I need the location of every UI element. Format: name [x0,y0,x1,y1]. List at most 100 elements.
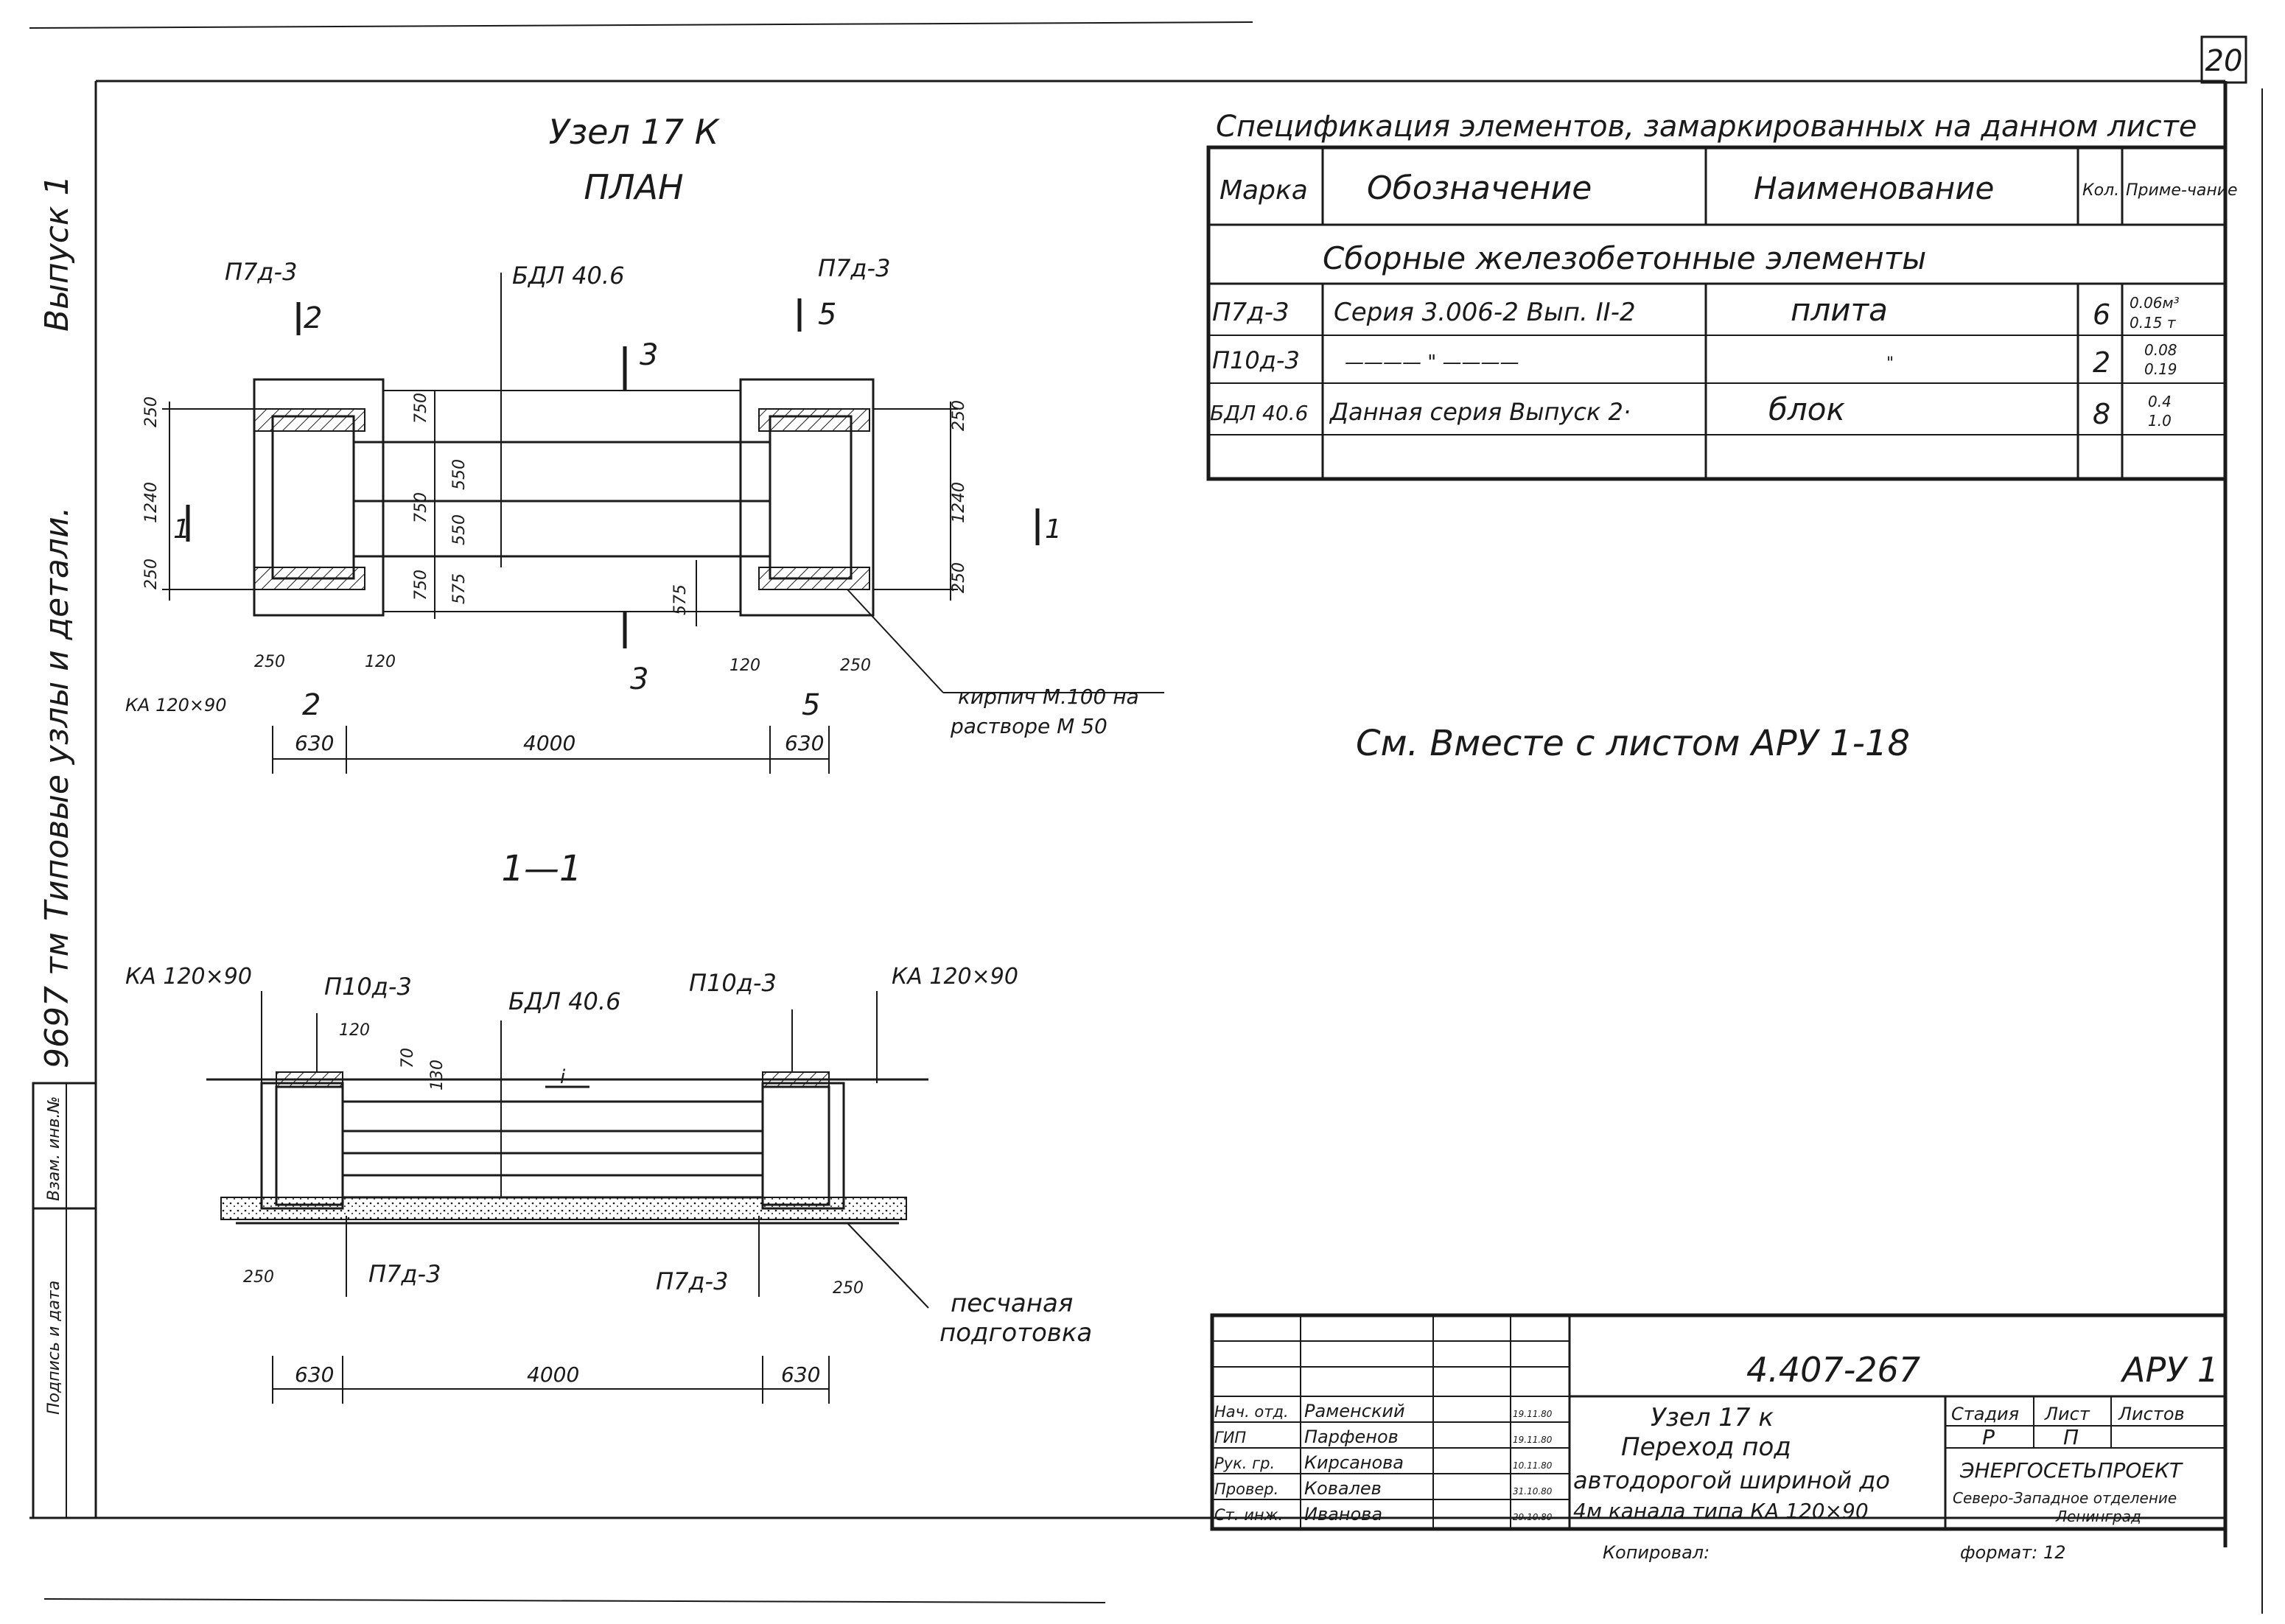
tb-date: 19.11.80 [1513,1435,1553,1445]
tb-desc-1: Узел 17 к [1651,1403,1774,1432]
sheet-number: 20 [2205,44,2243,78]
section-view: 1—1 КА 120×90 [125,848,1092,1404]
plan-title: Узел 17 К [549,112,721,152]
tb-copied: Копировал: [1603,1542,1710,1563]
dim-550-a: 550 [450,459,469,490]
plan-section-2-bottom: 2 [302,688,321,722]
section-label-p10d3-left: П10д-3 [324,973,412,1001]
spec-row-designation: Серия 3.006-2 Вып. II-2 [1334,298,1636,327]
tb-name: Ковалев [1304,1478,1382,1499]
plan-label-p7d3-right: П7д-3 [818,254,890,282]
section-slab-left [276,1071,343,1088]
spec-row-name: плита [1791,292,1888,328]
section-dim-4000: 4000 [527,1362,579,1387]
section-dim-70: 70 [399,1048,417,1068]
tb-role: Рук. гр. [1214,1455,1275,1472]
tb-role: Провер. [1214,1480,1278,1498]
tb-name: Парфенов [1304,1427,1399,1447]
spec-row-qty: 6 [2093,298,2110,331]
section-title: 1—1 [501,848,581,889]
section-label-bdl: БДЛ 40.6 [508,987,620,1015]
section-label-ka-left: КА 120×90 [125,964,252,990]
section-slab-right [762,1071,830,1088]
spec-row-designation: ———— " ———— [1345,351,1519,374]
dim-630: 630 [295,731,334,755]
side-series-label: Типовые узлы и детали. [38,506,76,921]
spec-row-note1: 0.08 [2144,341,2177,359]
tb-sheet: П [2063,1425,2079,1449]
plan-view: Узел 17 К ПЛАН [125,112,1164,774]
section-dim-120: 120 [339,1021,370,1040]
tb-role: Ст. инж. [1214,1506,1283,1524]
section-label-sand1: песчаная [951,1289,1073,1318]
tb-branch: Северо-Западное отделение [1953,1489,2177,1507]
plan-section-1-right: 1 [1045,514,1062,545]
tb-date: 29.10.80 [1513,1512,1553,1522]
tb-desc-3: автодорогой шириной до [1573,1466,1890,1494]
spec-header-designation: Обозначение [1367,169,1592,207]
plan-label-kirpich1: кирпич М.100 на [958,685,1139,709]
plan-label-kirpich2: растворе М 50 [950,714,1107,738]
tb-name: Кирсанова [1304,1452,1404,1473]
tb-sheets-header: Листов [2118,1404,2185,1424]
dim-250-a: 250 [142,396,161,427]
dim-575-a: 575 [450,573,469,604]
dim-575-b: 575 [671,584,690,615]
section-dim-630: 630 [295,1362,334,1387]
dim-250-b: 250 [142,559,161,589]
spec-row-note2: 1.0 [2148,412,2172,430]
spec-row-note2: 0.15 т [2130,314,2177,332]
plan-label-bdl: БДЛ 40.6 [512,262,624,290]
section-dim-630-r: 630 [781,1362,820,1387]
tb-name: Иванова [1304,1504,1382,1525]
dim-250-bottom-r: 250 [840,657,871,675]
section-label-p10d3-right: П10д-3 [689,969,777,997]
spec-group-title: Сборные железобетонные элементы [1323,240,1926,276]
dim-750-a: 750 [412,393,430,424]
left-slab-bottom [253,567,365,590]
dim-1240-r: 1240 [950,482,968,523]
spec-title: Спецификация элементов, замаркированных … [1216,110,2197,144]
side-code-label: 9697 тм [38,932,76,1068]
dim-550-b: 550 [450,514,469,545]
section-label-ka-right: КА 120×90 [892,964,1018,990]
left-chamber-outline [253,378,385,617]
plan-section-5-bottom: 5 [802,688,820,722]
right-slab-top [758,408,870,432]
spec-row-name: " [1886,354,1894,373]
plan-section-1-left: 1 [173,514,190,545]
plan-label-p7d3-left: П7д-3 [225,258,297,286]
spec-row-mark: П10д-3 [1212,346,1300,374]
dim-120: 120 [365,653,396,671]
spec-row-qty: 8 [2093,398,2110,430]
dim-1240: 1240 [142,482,161,523]
section-dim-250: 250 [243,1268,274,1287]
spec-row-note1: 0.4 [2148,393,2172,410]
section-arrow-label: i [560,1066,566,1088]
title-block: 4.407-267 АРУ 1 Нач. отд. Раменский 19.1… [1210,1313,2228,1563]
spec-row-note2: 0.19 [2144,360,2177,378]
tb-city: Ленинград [2055,1508,2141,1525]
section-dim-130: 130 [428,1060,447,1091]
spec-row-mark: П7д-3 [1212,298,1290,327]
dim-750-b: 750 [412,492,430,523]
spec-header-qty: Кол. [2082,181,2119,200]
side-stamp-field: Взам. инв.№ [45,1096,63,1201]
tb-role: ГИП [1214,1429,1246,1446]
spec-row-note1: 0.06м³ [2130,294,2180,312]
tb-doc-code: 4.407-267 [1746,1350,1920,1390]
section-label-p7d3-left: П7д-3 [368,1260,441,1288]
plan-section-5-top: 5 [818,298,836,332]
dim-630-r: 630 [785,731,824,755]
dim-250-r2: 250 [950,562,968,593]
spec-header-note: Приме-чание [2126,181,2238,200]
dim-120-r: 120 [729,657,760,675]
spec-header-mark: Марка [1220,175,1308,206]
dim-250-r: 250 [950,400,968,431]
plan-label-ka: КА 120×90 [125,695,227,715]
tb-org: ЭНЕРГОСЕТЬПРОЕКТ [1959,1458,2183,1483]
right-chamber-outline [739,378,875,617]
plan-section-3-top: 3 [640,338,658,372]
spec-header-name: Наименование [1754,170,1994,206]
